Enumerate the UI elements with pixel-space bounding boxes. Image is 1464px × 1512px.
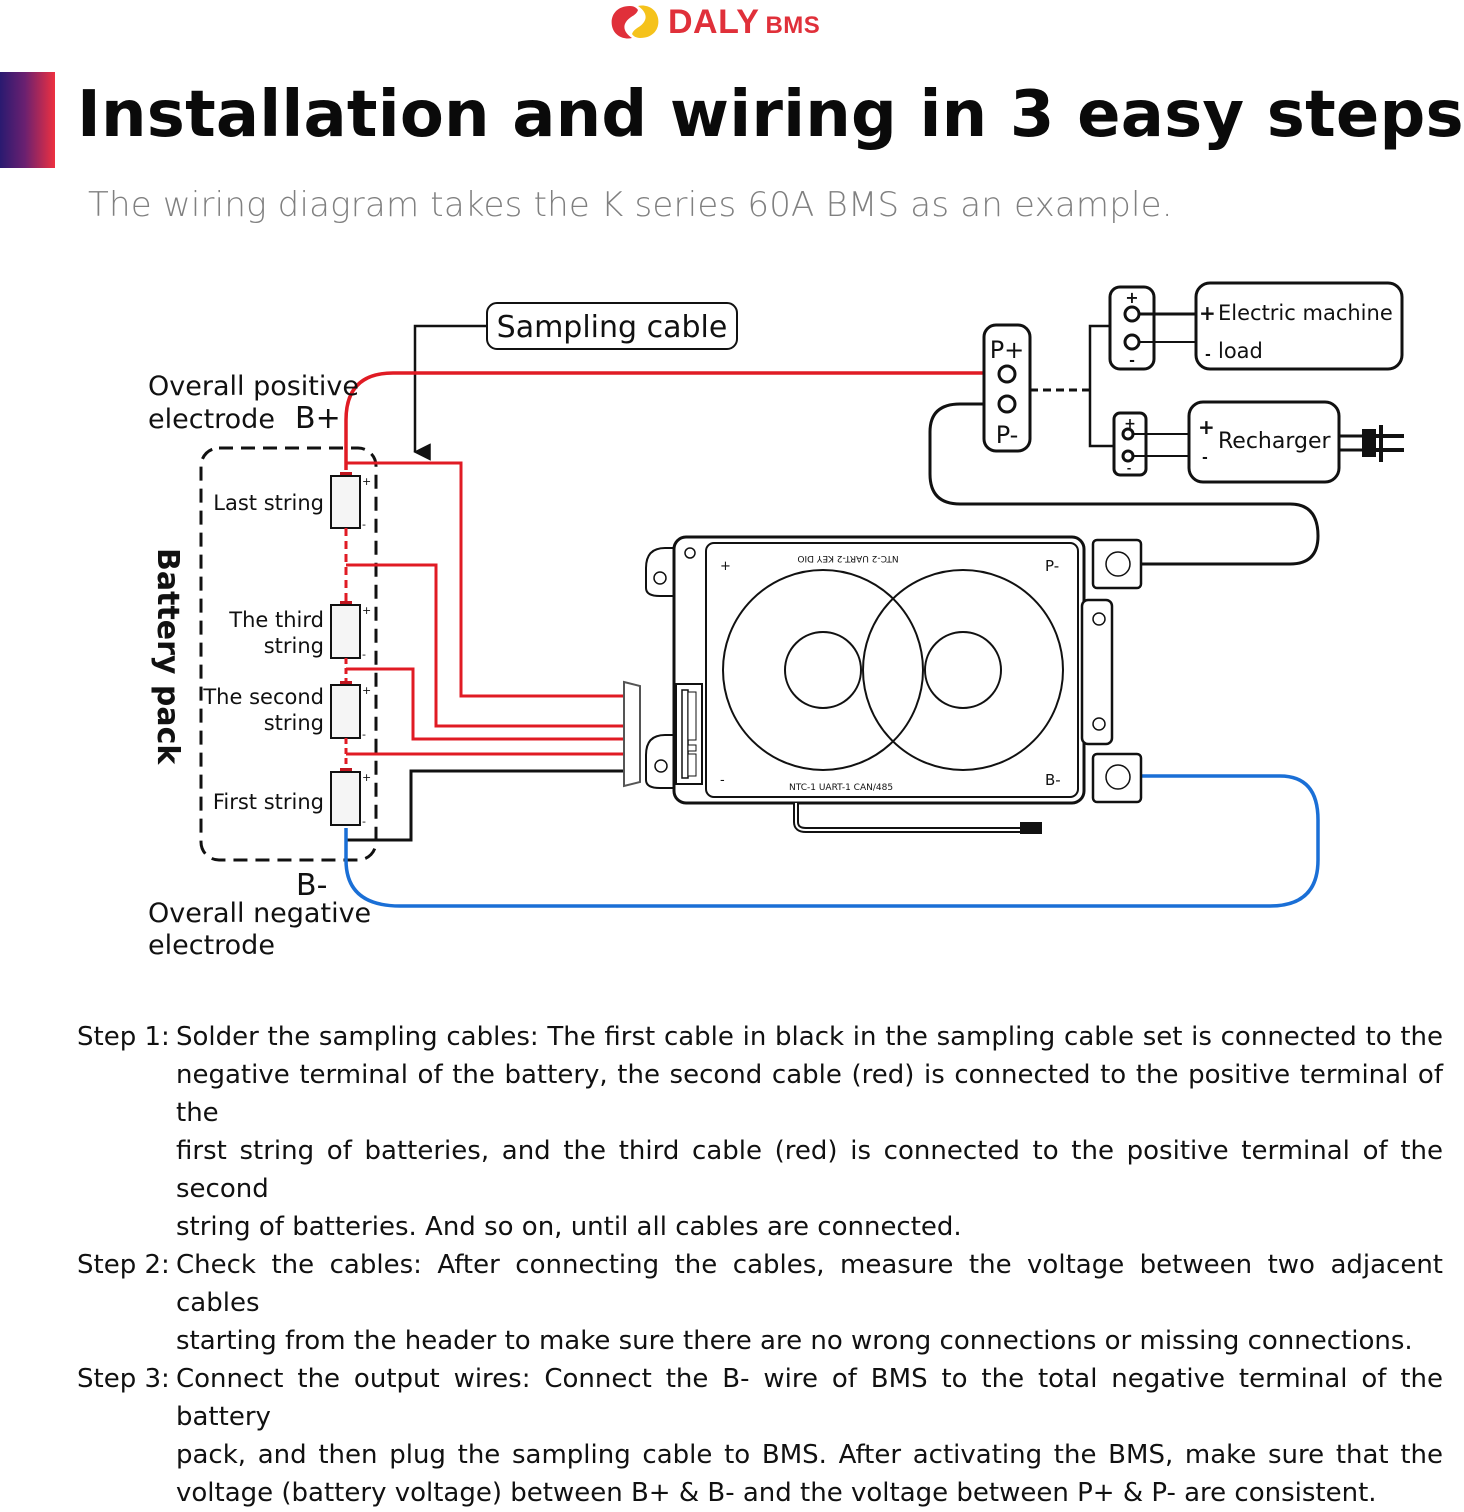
charger-plus-sign: + bbox=[1124, 416, 1136, 432]
step-label: Step 2: bbox=[77, 1250, 170, 1280]
page-subtitle: The wiring diagram takes the K series 60… bbox=[88, 185, 1173, 225]
p-minus-wire bbox=[928, 402, 1320, 566]
sampling-wires bbox=[346, 461, 626, 842]
sampling-cable-arrow bbox=[413, 324, 487, 461]
cell-first: + - First string bbox=[213, 768, 371, 828]
sampling-wire-third bbox=[346, 563, 626, 728]
sampling-cable-callout: Sampling cable bbox=[413, 302, 738, 461]
brand-suffix: BMS bbox=[765, 11, 821, 39]
cell-label-line1: The third bbox=[228, 608, 324, 632]
cell-plus-sign: + bbox=[362, 604, 371, 617]
step-line: pack, and then plug the sampling cable t… bbox=[176, 1440, 1443, 1470]
battery-pack-label: Battery pack bbox=[150, 548, 185, 765]
charger-plus-sign: + bbox=[1198, 415, 1215, 439]
cell-last: + - Last string bbox=[213, 472, 371, 531]
cell-label-line1: The second bbox=[202, 685, 324, 709]
battery-pack-outline bbox=[199, 446, 378, 862]
step-line: Check the cables: After connecting the c… bbox=[176, 1250, 1443, 1318]
p-plus-terminal bbox=[997, 364, 1017, 384]
load-plus-sign: + bbox=[1199, 301, 1216, 325]
load-connector: + - bbox=[1108, 285, 1196, 371]
sampling-cable-label: Sampling cable bbox=[497, 310, 728, 345]
battery-cell bbox=[330, 684, 361, 739]
cell-label: First string bbox=[213, 790, 324, 814]
installation-steps: Step 1: Solder the sampling cables: The … bbox=[77, 1018, 1443, 1512]
charger-connector: + - bbox=[1112, 411, 1189, 477]
positive-electrode-label-line1: Overall positive bbox=[148, 371, 359, 402]
p-minus-terminal bbox=[997, 394, 1017, 414]
step-2: Step 2: Check the cables: After connecti… bbox=[77, 1246, 1443, 1360]
cell-minus-sign: - bbox=[362, 728, 366, 741]
step-line: negative terminal of the battery, the se… bbox=[176, 1060, 1443, 1128]
load-label-line2: load bbox=[1218, 339, 1263, 363]
cell-minus-sign: - bbox=[362, 815, 366, 828]
bms-bottom-port-labels: NTC-1 UART-1 CAN/485 bbox=[789, 783, 893, 793]
sampling-wire-second bbox=[346, 667, 626, 741]
cell-plus-sign: + bbox=[362, 684, 371, 697]
cell-minus-sign: - bbox=[362, 518, 366, 531]
bms-b-minus-label: B- bbox=[1045, 771, 1061, 789]
step-text: Connect the output wires: Connect the B-… bbox=[176, 1360, 1443, 1512]
positive-main-wire bbox=[344, 371, 1006, 470]
cell-label-line2: string bbox=[264, 711, 324, 735]
charger-minus-sign: - bbox=[1127, 462, 1132, 475]
output-port: P+ P- bbox=[982, 323, 1032, 453]
b-plus-terminal-label: B+ bbox=[295, 401, 341, 436]
step-line: Solder the sampling cables: The first ca… bbox=[176, 1022, 1443, 1052]
electric-machine-load: + - Electric machine load bbox=[1194, 281, 1404, 371]
negative-electrode-label-line2: electrode bbox=[148, 930, 275, 961]
sampling-connector-plug bbox=[623, 680, 641, 788]
p-minus-label: P- bbox=[996, 421, 1019, 449]
load-minus-sign: - bbox=[1205, 347, 1211, 363]
daly-logo-icon bbox=[611, 5, 659, 39]
step-1: Step 1: Solder the sampling cables: The … bbox=[77, 1018, 1443, 1246]
bms-top-port-labels: NTC-2 UART-2 KEY DIO bbox=[797, 553, 898, 563]
step-3: Step 3: Connect the output wires: Connec… bbox=[77, 1360, 1443, 1512]
sampling-wire-last bbox=[346, 461, 626, 698]
load-plus-sign: + bbox=[1125, 288, 1138, 307]
step-text: Solder the sampling cables: The first ca… bbox=[176, 1018, 1443, 1246]
title-accent-bar bbox=[0, 72, 55, 168]
cell-third: + - The third string bbox=[228, 601, 371, 661]
cell-second: + - The second string bbox=[202, 681, 371, 741]
battery-cell bbox=[330, 604, 361, 659]
load-minus-sign: - bbox=[1129, 353, 1135, 369]
sampling-wire-negative bbox=[346, 769, 626, 842]
cell-label: Last string bbox=[213, 491, 324, 515]
cell-plus-sign: + bbox=[362, 771, 371, 784]
page-title: Installation and wiring in 3 easy steps bbox=[77, 78, 1464, 152]
step-line: voltage (battery voltage) between B+ & B… bbox=[176, 1478, 1377, 1508]
step-text: Check the cables: After connecting the c… bbox=[176, 1246, 1443, 1360]
bms-board: + NTC-2 UART-2 KEY DIO P- - NTC-1 UART-1… bbox=[645, 535, 1143, 834]
bms-minus-sign: - bbox=[720, 773, 725, 788]
step-line: Connect the output wires: Connect the B-… bbox=[176, 1364, 1443, 1432]
negative-electrode-label-line1: Overall negative bbox=[148, 898, 371, 929]
step-line: starting from the header to make sure th… bbox=[176, 1326, 1413, 1356]
positive-electrode-label-line2: electrode bbox=[148, 404, 275, 435]
brand-name: DALY bbox=[668, 2, 760, 41]
cell-minus-sign: - bbox=[362, 648, 366, 661]
b-minus-terminal-label: B- bbox=[296, 868, 327, 903]
wiring-diagram: Sampling cable Overall positive electrod… bbox=[148, 281, 1404, 961]
cell-plus-sign: + bbox=[362, 475, 371, 488]
step-label: Step 1: bbox=[77, 1022, 170, 1052]
bms-top-panel bbox=[705, 542, 1079, 798]
step-line: string of batteries. And so on, until al… bbox=[176, 1212, 962, 1242]
recharger-label: Recharger bbox=[1218, 429, 1332, 454]
cell-label-line2: string bbox=[264, 634, 324, 658]
load-label-line1: Electric machine bbox=[1218, 301, 1393, 325]
charger-minus-sign: - bbox=[1202, 450, 1208, 466]
p-plus-label: P+ bbox=[990, 336, 1025, 364]
step-label: Step 3: bbox=[77, 1364, 170, 1394]
negative-main-wire bbox=[344, 774, 1320, 908]
battery-cell bbox=[330, 771, 361, 826]
battery-cell bbox=[330, 475, 361, 529]
output-branch-line bbox=[1088, 324, 1115, 448]
bms-p-minus-label: P- bbox=[1045, 557, 1059, 575]
power-plug-icon bbox=[1339, 425, 1404, 462]
bms-plus-sign: + bbox=[720, 559, 731, 574]
step-line: first string of batteries, and the third… bbox=[176, 1136, 1443, 1204]
recharger: + - Recharger bbox=[1187, 400, 1341, 484]
